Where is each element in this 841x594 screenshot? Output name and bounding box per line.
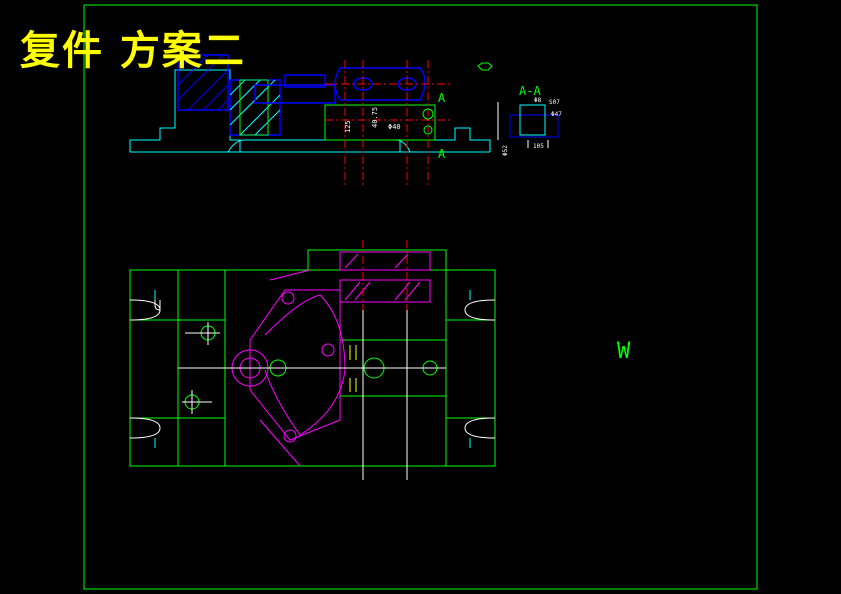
dim-phi40: Φ40	[388, 123, 401, 131]
section-mark-lower: A	[438, 147, 446, 161]
drawing-title: 复件 方案二	[20, 27, 246, 74]
dim-125: 125	[344, 120, 352, 133]
front-view: A A 125 40.75 Φ40	[129, 54, 493, 185]
side-letter: W	[617, 339, 631, 364]
section-mark-upper: A	[438, 91, 446, 105]
dim-40-75: 40.75	[371, 107, 379, 128]
dim-105: 105	[533, 143, 544, 150]
base-left	[129, 69, 241, 152]
clamp-arm	[249, 289, 341, 441]
nut-icon	[477, 62, 493, 71]
sheet-border	[83, 4, 758, 590]
section-body	[509, 114, 559, 138]
dim-phi52: Φ52	[502, 145, 509, 156]
section-title: A-A	[519, 84, 541, 98]
slots	[129, 290, 496, 439]
base-right	[240, 127, 491, 153]
section-aa: A-A Φ8 S07 Φ47 105 Φ52	[497, 84, 562, 156]
link-bar	[254, 84, 336, 104]
dim-s07: S07	[549, 99, 560, 106]
lever	[334, 67, 426, 101]
plan-view	[129, 240, 496, 480]
dim-phi8: Φ8	[534, 97, 542, 104]
dim-phi47: Φ47	[551, 111, 562, 118]
